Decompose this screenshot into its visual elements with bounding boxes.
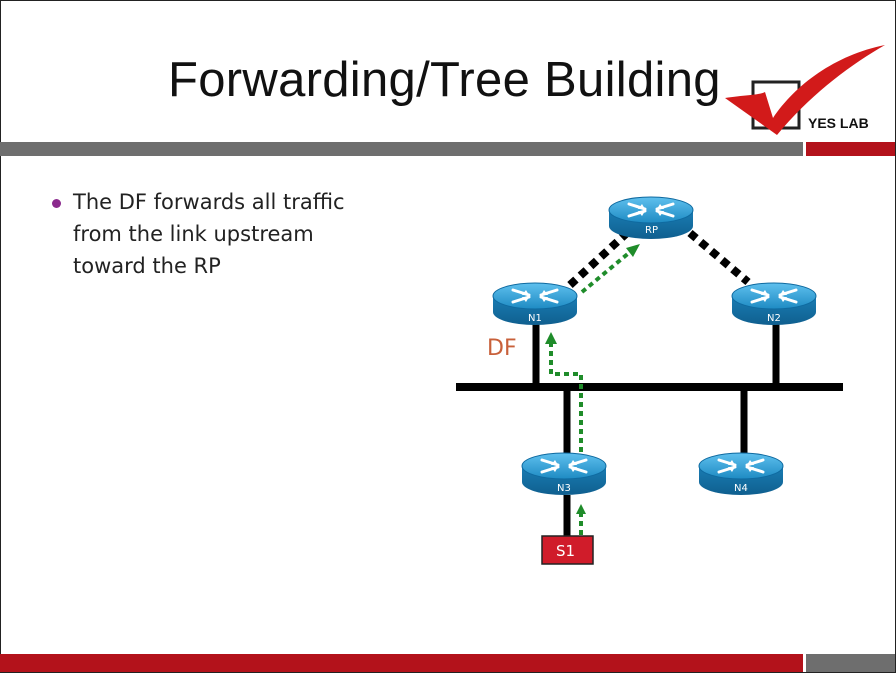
source-s1: S1: [541, 535, 594, 565]
slide-title: Forwarding/Tree Building: [168, 53, 721, 107]
arrow-icon: [576, 504, 586, 514]
header-bar-red: [806, 142, 895, 156]
router-label: N3: [557, 483, 571, 494]
footer-bar-red: [0, 654, 803, 672]
yes-lab-logo: [725, 45, 885, 135]
bullet-line: toward the RP: [73, 254, 221, 278]
logo-text: YES LAB: [808, 115, 869, 131]
router-label: RP: [645, 225, 658, 236]
router-label: N2: [767, 313, 781, 324]
df-label: DF: [487, 336, 517, 361]
bullet-item: The DF forwards all traffic from the lin…: [73, 186, 403, 282]
footer-bar-gray: [806, 654, 895, 672]
router-n1: N1: [491, 281, 579, 327]
router-n2: N2: [730, 281, 818, 327]
traffic-path: [545, 244, 640, 535]
bullet-icon: [52, 199, 61, 208]
checkmark-icon: [725, 45, 885, 135]
bullet-line: from the link upstream: [73, 222, 314, 246]
bullet-line: The DF forwards all traffic: [73, 190, 345, 214]
arrow-icon: [626, 244, 640, 257]
router-n4: N4: [697, 451, 785, 497]
source-label: S1: [556, 542, 575, 560]
router-n3: N3: [520, 451, 608, 497]
header-bar-gray: [0, 142, 803, 156]
router-rp: RP: [607, 195, 695, 241]
router-label: N1: [528, 313, 542, 324]
link-rp-n2: [687, 229, 751, 286]
router-label: N4: [734, 483, 748, 494]
arrow-icon: [545, 332, 557, 344]
